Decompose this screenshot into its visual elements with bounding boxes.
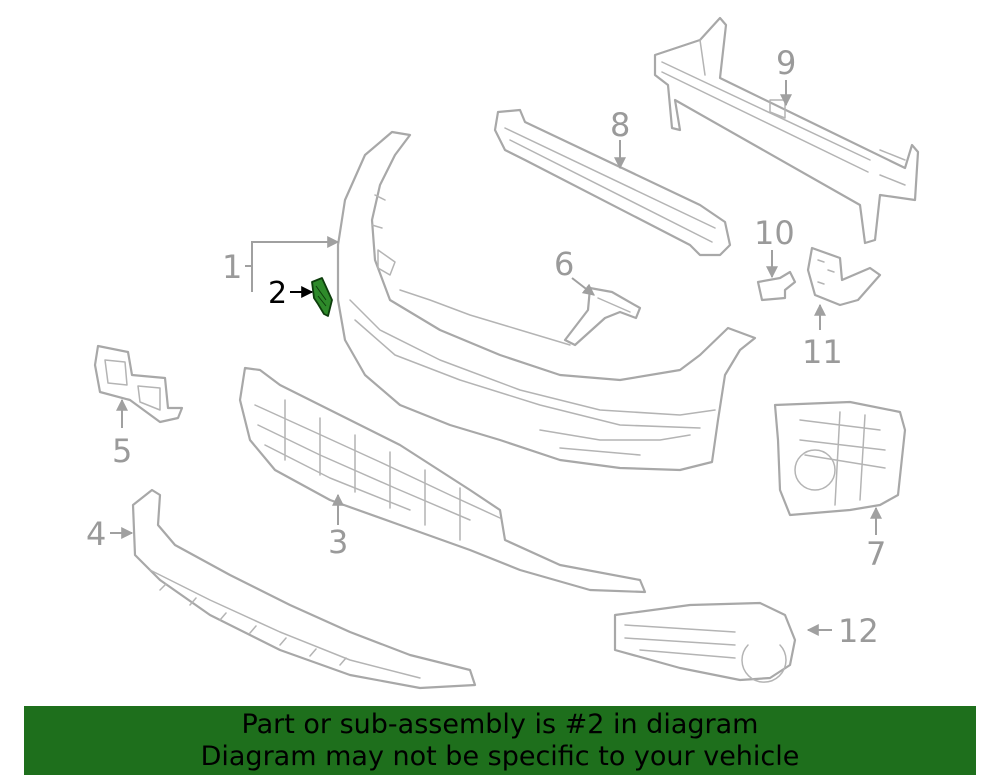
callout-5: 5 bbox=[112, 398, 132, 470]
callout-7: 7 bbox=[866, 506, 886, 573]
part-4-lower-spoiler bbox=[131, 488, 477, 690]
callout-3: 3 bbox=[328, 493, 348, 561]
svg-text:1: 1 bbox=[222, 248, 242, 286]
part-5-bracket bbox=[93, 344, 184, 424]
callout-10: 10 bbox=[754, 214, 795, 279]
parts-diagram: 1 2 3 4 5 6 7 8 9 10 11 12 bbox=[86, 16, 920, 690]
part-8-energy-absorber bbox=[493, 108, 732, 257]
callout-2: 2 bbox=[268, 276, 314, 311]
callout-6: 6 bbox=[554, 245, 595, 296]
svg-text:8: 8 bbox=[610, 106, 630, 144]
callout-12: 12 bbox=[806, 612, 879, 650]
part-1-bumper-cover bbox=[336, 130, 757, 472]
svg-text:5: 5 bbox=[112, 432, 132, 470]
part-2-bracket-highlighted bbox=[311, 277, 333, 317]
banner-line-part-number: Part or sub-assembly is #2 in diagram bbox=[241, 709, 759, 740]
part-6-bracket bbox=[563, 286, 642, 347]
callout-11: 11 bbox=[802, 303, 843, 371]
svg-text:7: 7 bbox=[866, 535, 886, 573]
part-9-reinforcement-beam bbox=[653, 16, 920, 245]
svg-text:11: 11 bbox=[802, 333, 843, 371]
callout-8: 8 bbox=[610, 106, 630, 170]
banner-line-disclaimer: Diagram may not be specific to your vehi… bbox=[200, 741, 800, 772]
svg-text:3: 3 bbox=[328, 523, 348, 561]
callout-4: 4 bbox=[86, 515, 134, 553]
callout-1: 1 bbox=[222, 236, 340, 292]
part-3-lower-grille bbox=[238, 366, 647, 594]
svg-text:12: 12 bbox=[838, 612, 879, 650]
svg-text:4: 4 bbox=[86, 515, 106, 553]
svg-text:6: 6 bbox=[554, 245, 574, 283]
part-12-fog-lamp-bezel bbox=[613, 601, 797, 683]
notice-banner: Part or sub-assembly is #2 in diagram Di… bbox=[24, 706, 976, 775]
svg-text:9: 9 bbox=[776, 44, 796, 82]
svg-text:2: 2 bbox=[268, 276, 287, 311]
svg-text:10: 10 bbox=[754, 214, 795, 252]
part-7-side-bracket bbox=[773, 400, 907, 517]
part-10-clip bbox=[756, 270, 797, 302]
callout-9: 9 bbox=[776, 44, 796, 107]
part-11-bracket bbox=[806, 246, 882, 307]
